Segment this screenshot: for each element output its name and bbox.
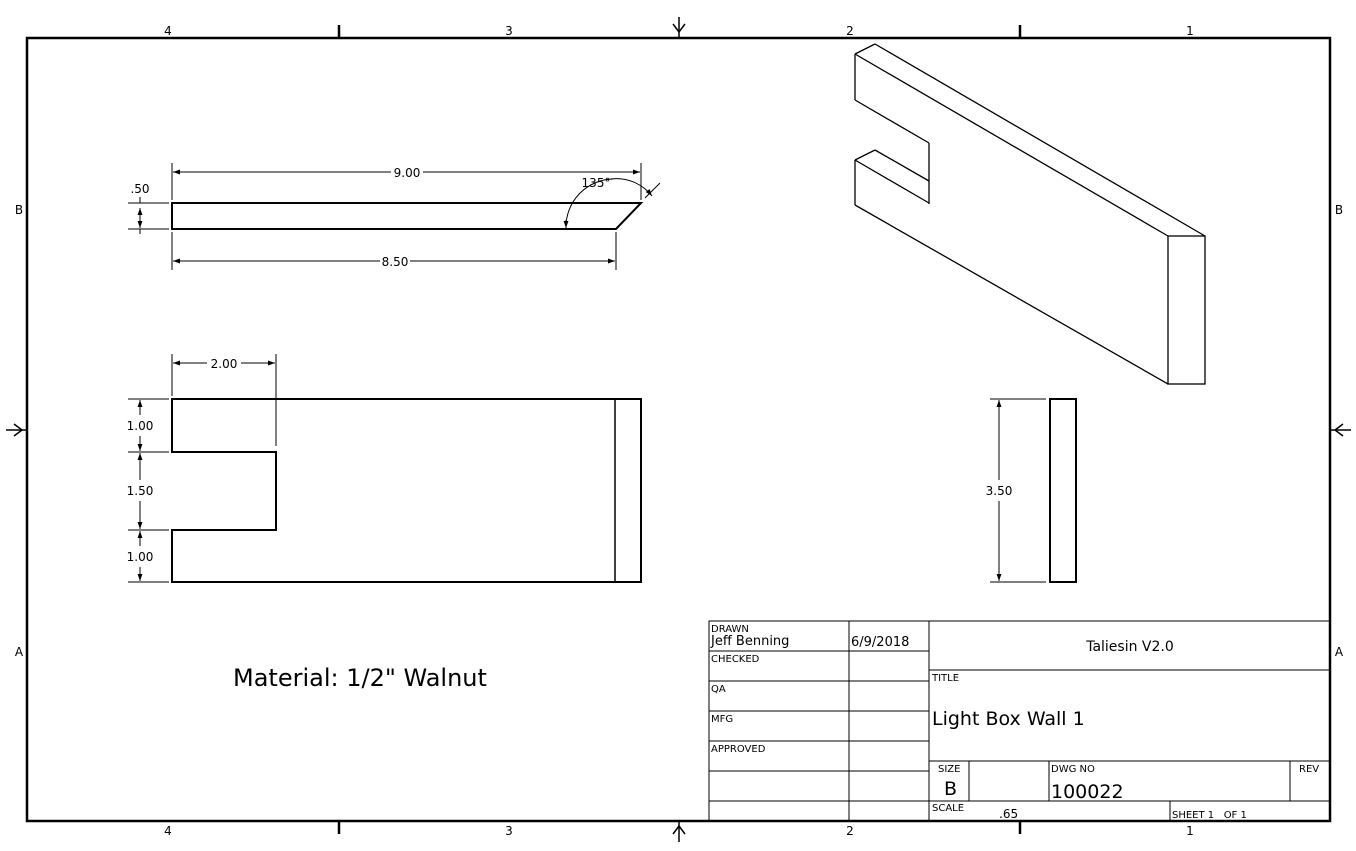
sheet-label: SHEET 1 OF 1	[1172, 810, 1247, 821]
zone-left-b: B	[15, 203, 23, 217]
dim-height-bottom: 1.00	[127, 550, 154, 564]
approved-label: APPROVED	[711, 744, 766, 755]
material-note: Material: 1/2" Walnut	[233, 664, 487, 692]
dim-thickness: .50	[130, 182, 149, 196]
dim-slot-width: 2.00	[211, 357, 238, 371]
size-label: SIZE	[938, 764, 960, 775]
zone-top-4: 4	[164, 24, 172, 38]
dim-side-height: 3.50	[986, 484, 1013, 498]
mfg-label: MFG	[711, 714, 733, 725]
dwg-no-value: 100022	[1051, 781, 1124, 803]
zone-left-a: A	[15, 645, 24, 659]
front-view-outline	[171, 398, 642, 583]
centering-marks	[6, 17, 1351, 842]
zone-right-b: B	[1335, 203, 1343, 217]
rev-label: REV	[1299, 764, 1319, 775]
zone-top-1: 1	[1186, 24, 1194, 38]
zone-bottom-3: 3	[505, 824, 513, 838]
drawing-title: Light Box Wall 1	[932, 708, 1085, 730]
title-block: DRAWN Jeff Benning 6/9/2018 CHECKED QA M…	[708, 620, 1331, 822]
zone-bottom-2: 2	[846, 824, 854, 838]
zone-top-3: 3	[505, 24, 513, 38]
zone-top-2: 2	[846, 24, 854, 38]
top-view: 9.00 8.50 .50 135°	[128, 163, 661, 270]
drawn-date: 6/9/2018	[851, 635, 909, 650]
checked-label: CHECKED	[711, 654, 760, 665]
isometric-view	[854, 43, 1206, 385]
company-name: Taliesin V2.0	[1085, 639, 1174, 655]
dim-height-top: 1.00	[127, 419, 154, 433]
dim-angle: 135°	[582, 176, 611, 190]
drawing-border	[25, 36, 1332, 823]
drawn-label: DRAWN	[711, 624, 749, 635]
zone-ticks	[337, 25, 1022, 834]
dim-slot-height: 1.50	[127, 484, 154, 498]
drawn-by: Jeff Benning	[710, 634, 789, 649]
size-value: B	[944, 778, 957, 800]
zone-bottom-4: 4	[164, 824, 172, 838]
scale-label: SCALE	[932, 803, 964, 814]
qa-label: QA	[711, 684, 726, 695]
dwg-no-label: DWG NO	[1051, 764, 1095, 775]
zone-right-a: A	[1335, 645, 1344, 659]
top-view-outline	[171, 202, 644, 230]
scale-value: .65	[999, 807, 1018, 821]
side-view: 3.50	[986, 398, 1077, 583]
front-view: 2.00 1.00 1.50 1.00	[127, 354, 642, 583]
dim-length-bottom: 8.50	[382, 255, 409, 269]
title-label: TITLE	[931, 673, 959, 684]
side-view-outline	[1049, 398, 1077, 583]
zone-bottom-1: 1	[1186, 824, 1194, 838]
dim-length-top: 9.00	[394, 166, 421, 180]
